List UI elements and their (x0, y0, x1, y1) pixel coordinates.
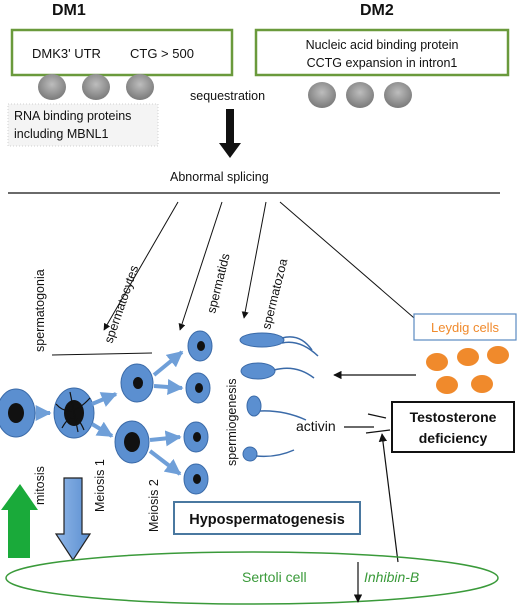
abnormal-splicing-label: Abnormal splicing (170, 170, 269, 184)
sertoli-cell (5, 551, 499, 605)
splicing-arrow-spermatocytes (103, 201, 179, 331)
blue-down-arrow (54, 477, 92, 562)
dm2-box (254, 28, 510, 77)
splicing-arrow-leydig (279, 201, 429, 331)
rna-binding-box (7, 103, 159, 147)
inhibition-mark (367, 413, 387, 419)
activin-label: activin (296, 418, 336, 434)
testosterone-line2: deficiency (419, 430, 488, 446)
leydig-label-box (413, 313, 517, 341)
inhibition-mark (365, 429, 391, 434)
spermatocytes-label: spermatocytes (102, 264, 142, 345)
testosterone-line1: Testosterone (410, 409, 497, 425)
hypospermatogenesis-box (173, 501, 361, 535)
protein-blob (384, 82, 412, 108)
splicing-arrow-spermatids (178, 201, 223, 331)
dm2-line1: Nucleic acid binding protein (306, 38, 459, 52)
protein-blob (126, 74, 154, 100)
sertoli-label: Sertoli cell (242, 569, 307, 585)
dm1-box (10, 28, 234, 77)
mitosis-label: mitosis (33, 466, 47, 505)
dm2-line2: CCTG expansion in intron1 (307, 56, 458, 70)
spermatids-label: spermatids (204, 252, 232, 315)
spermatogonia-label: spermatogonia (33, 269, 47, 352)
green-up-arrow (1, 484, 38, 558)
spermatogonium-cell (0, 388, 36, 438)
progression-arrows (35, 350, 184, 476)
leydig-cells (426, 346, 509, 394)
inhibin-label: Inhibin-B (364, 569, 419, 585)
spermatid-cell (183, 463, 209, 495)
sequestration-arrow (219, 109, 241, 158)
spermatid-cell (185, 372, 211, 404)
stage-separator (51, 352, 153, 356)
primary-spermatocyte-cell (53, 387, 95, 439)
elongating-spermatid (246, 395, 307, 421)
dm1-ctg-label: CTG > 500 (130, 46, 194, 61)
spermatozoon (240, 362, 315, 380)
secondary-spermatocyte-cell (120, 363, 154, 403)
spermatozoa-label: spermatozoa (259, 257, 290, 331)
protein-blob (308, 82, 336, 108)
protein-blob (82, 74, 110, 100)
inhibin-to-testosterone-arrow (378, 433, 399, 563)
testosterone-box (391, 401, 515, 453)
elongating-spermatid (242, 446, 295, 462)
secondary-spermatocyte-cell (114, 420, 150, 464)
leydig-label: Leydig cells (431, 320, 499, 335)
protein-blob (346, 82, 374, 108)
meiosis1-label: Meiosis 1 (93, 459, 107, 512)
dm1-utr-label: DMK3' UTR (32, 46, 101, 61)
spermiogenesis-label: spermiogenesis (225, 378, 239, 466)
splicing-arrow-spermatozoa (241, 201, 267, 319)
dm1-header: DM1 (52, 2, 86, 19)
protein-blob (38, 74, 66, 100)
rna-binding-line2: including MBNL1 (14, 127, 109, 141)
hypospermatogenesis-label: Hypospermatogenesis (189, 512, 345, 528)
sequestration-label: sequestration (190, 89, 265, 103)
rna-binding-line1: RNA binding proteins (14, 109, 131, 123)
dm2-header: DM2 (360, 2, 394, 19)
spermatid-cell (187, 330, 213, 362)
spermatid-cell (183, 421, 209, 453)
meiosis2-label: Meiosis 2 (147, 479, 161, 532)
spermatozoon (239, 332, 319, 357)
